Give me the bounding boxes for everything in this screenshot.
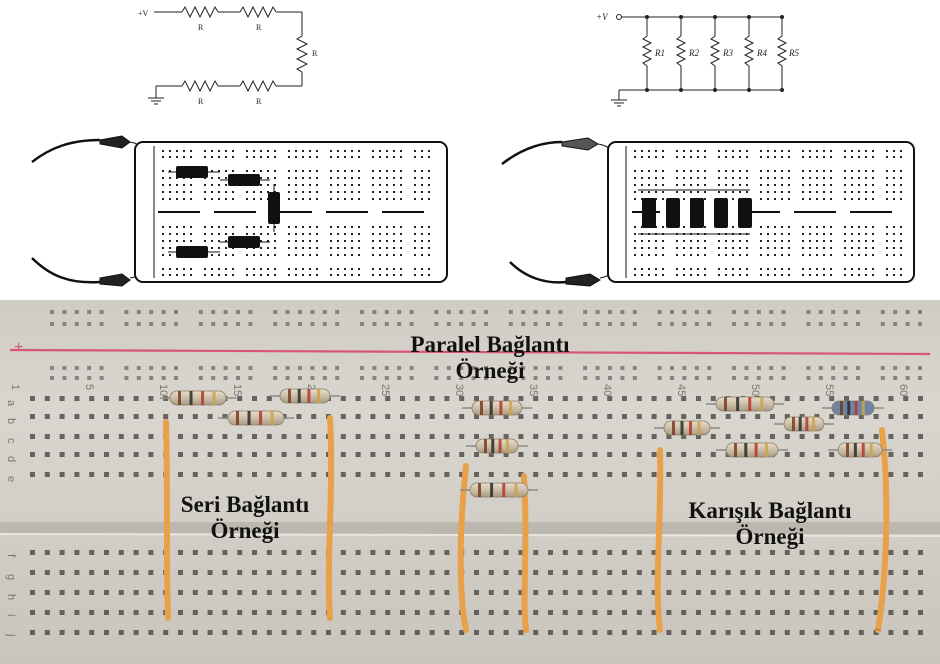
column-number: 60 — [897, 384, 909, 396]
series-resistor-2 — [239, 5, 277, 19]
mixed-connection-label: Karışık Bağlantı Örneği — [688, 498, 852, 549]
probe-lead-bottom — [31, 257, 101, 284]
probe-lead-top — [31, 138, 101, 163]
resistor — [218, 410, 294, 426]
parallel-resistor-label-4: R4 — [756, 48, 767, 58]
parallel-connection-label: Paralel Bağlantı Örneği — [410, 332, 570, 383]
series-connection-label: Seri Bağlantı Örneği — [180, 492, 310, 543]
row-letter: j — [5, 633, 17, 636]
parallel-resistor-label-1: R1 — [654, 48, 665, 58]
row-letter: c — [5, 438, 17, 444]
rail-plus-sign: + — [14, 339, 23, 356]
series-resistor-label-2: R — [256, 23, 262, 32]
row-letter: i — [5, 614, 17, 616]
row-letter: b — [5, 418, 17, 424]
jumper-wire — [325, 415, 335, 621]
row-letter: h — [5, 594, 17, 600]
jumper-wire — [521, 473, 529, 633]
ground-icon — [148, 97, 164, 105]
parallel-illustration-resistors — [642, 198, 752, 228]
resistor — [774, 416, 834, 432]
row-letter: d — [5, 456, 17, 462]
resistor — [706, 396, 784, 412]
resistor — [160, 390, 236, 406]
column-number: 15 — [231, 384, 243, 396]
center-channel — [0, 522, 940, 534]
resistor — [822, 400, 884, 416]
series-resistor-label-3: R — [312, 49, 318, 58]
row-letter: g — [5, 574, 17, 580]
column-number: 25 — [379, 384, 391, 396]
series-supply-label: +V — [138, 9, 149, 18]
power-rail-line — [9, 348, 931, 356]
jumper-wire — [875, 427, 890, 633]
row-letter: a — [5, 400, 17, 407]
parallel-resistor-4 — [743, 35, 755, 67]
parallel-resistor-2 — [675, 35, 687, 67]
probe-lead-top — [501, 140, 563, 165]
row-letter: f — [5, 554, 17, 558]
parallel-resistor-label-5: R5 — [788, 48, 799, 58]
ground-icon — [611, 99, 627, 107]
jumper-wire — [457, 463, 469, 633]
parallel-supply-label: +V — [596, 12, 609, 22]
series-resistor-3 — [295, 35, 309, 73]
parallel-resistor-label-2: R2 — [688, 48, 699, 58]
series-breadboard-illustration — [31, 135, 448, 287]
resistor — [466, 438, 528, 454]
parallel-resistor-1 — [641, 35, 653, 67]
resistor — [460, 482, 538, 498]
row-letter: e — [5, 476, 17, 482]
column-number: 30 — [453, 384, 465, 396]
resistor — [462, 400, 532, 416]
column-number: 10 — [157, 384, 169, 396]
parallel-resistor-label-3: R3 — [722, 48, 733, 58]
probe-lead-bottom — [509, 261, 567, 284]
series-resistor-4 — [239, 79, 277, 93]
column-number: 50 — [749, 384, 761, 396]
jumper-wire — [654, 447, 664, 633]
column-number: 1 — [9, 384, 21, 390]
resistor — [270, 388, 340, 404]
column-number: 45 — [675, 384, 687, 396]
column-number: 40 — [601, 384, 613, 396]
series-resistor-label-1: R — [198, 23, 204, 32]
resistor — [828, 442, 892, 458]
parallel-resistor-3 — [709, 35, 721, 67]
parallel-schematic: +V R1 R2 R3 R4 R5 — [596, 12, 799, 107]
resistor — [654, 420, 720, 436]
column-number: 5 — [83, 384, 95, 390]
column-number: 35 — [527, 384, 539, 396]
resistor — [716, 442, 788, 458]
series-resistor-1 — [181, 5, 219, 19]
series-schematic: +V R R R R R — [138, 5, 318, 106]
series-resistor-5 — [181, 79, 219, 93]
parallel-resistor-5 — [776, 35, 788, 67]
series-resistor-label-4: R — [256, 97, 262, 106]
jumper-wire — [163, 419, 171, 621]
column-number: 55 — [823, 384, 835, 396]
parallel-breadboard-illustration — [501, 137, 915, 287]
series-resistor-label-5: R — [198, 97, 204, 106]
